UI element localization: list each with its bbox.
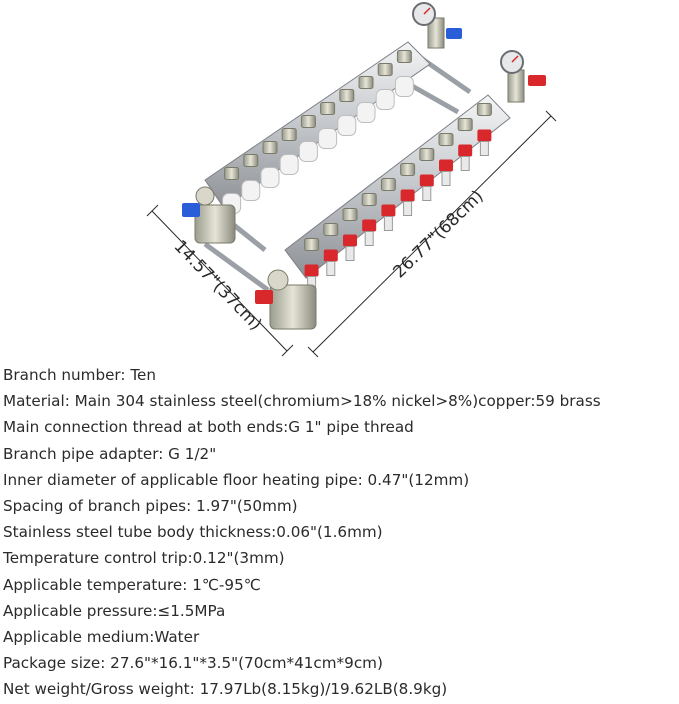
spec-line: Inner diameter of applicable floor heati… [3, 470, 470, 489]
port-nut [438, 133, 454, 146]
return-inlet-valve [255, 269, 317, 330]
port-nut [476, 103, 492, 116]
port-cap [394, 76, 414, 97]
return-pressure-gauge [500, 50, 546, 103]
flow-meter [419, 174, 434, 201]
flow-meter [458, 144, 473, 171]
spec-line: Applicable medium:Water [3, 627, 200, 646]
supply-inlet-valve [182, 186, 236, 244]
flow-meter [400, 189, 415, 216]
flow-meter [323, 249, 338, 276]
port-nut [243, 154, 259, 167]
return-flow-meters [304, 129, 492, 291]
spec-line: Stainless steel tube body thickness:0.06… [3, 523, 383, 542]
spec-line: Branch pipe adapter: G 1/2" [3, 444, 217, 463]
port-cap [356, 102, 376, 123]
port-nut [339, 89, 355, 102]
spec-line: Material: Main 304 stainless steel(chrom… [3, 392, 601, 411]
supply-manifold [204, 41, 431, 214]
port-nut [281, 128, 297, 141]
port-cap [337, 115, 357, 136]
port-nut [358, 76, 374, 89]
spec-line: Temperature control trip:0.12"(3mm) [3, 549, 285, 568]
port-cap [260, 167, 280, 188]
port-nut [396, 50, 412, 63]
port-nut [262, 141, 278, 154]
supply-pressure-gauge [412, 2, 462, 49]
port-nut [380, 178, 396, 191]
spec-line: Spacing of branch pipes: 1.97"(50mm) [3, 496, 298, 515]
flow-meter [381, 204, 396, 231]
port-nut [342, 208, 358, 221]
spec-line: Applicable pressure:≤1.5MPa [3, 601, 226, 620]
flow-meter [439, 159, 453, 186]
port-nut [224, 167, 240, 180]
port-cap [298, 141, 318, 162]
spec-line: Applicable temperature: 1℃-95℃ [3, 575, 261, 594]
spec-line: Main connection thread at both ends:G 1"… [3, 418, 414, 437]
spec-line: Branch number: Ten [3, 366, 157, 384]
spec-line: Package size: 27.6"*16.1"*3.5"(70cm*41cm… [3, 654, 383, 673]
port-nut [323, 223, 339, 236]
port-nut [300, 115, 316, 128]
port-nut [457, 118, 473, 131]
port-cap [375, 89, 395, 110]
flow-meter [343, 234, 357, 261]
port-nut [419, 148, 435, 161]
port-nut [304, 238, 320, 251]
port-nut [320, 102, 336, 115]
port-nut [400, 163, 416, 176]
flow-meter [362, 219, 377, 246]
supply-port-nuts [224, 50, 412, 180]
port-cap [241, 180, 261, 201]
port-cap [279, 154, 299, 175]
spec-line: Net weight/Gross weight: 17.97Lb(8.15kg)… [3, 680, 448, 699]
manifold-product-image: 14.57"(37cm) 26.77"(68cm) [146, 2, 557, 358]
flow-meter [477, 129, 492, 156]
return-port-nuts [304, 103, 492, 251]
port-cap [318, 128, 338, 149]
return-manifold [284, 94, 511, 291]
port-nut [361, 193, 377, 206]
port-nut [377, 63, 393, 76]
